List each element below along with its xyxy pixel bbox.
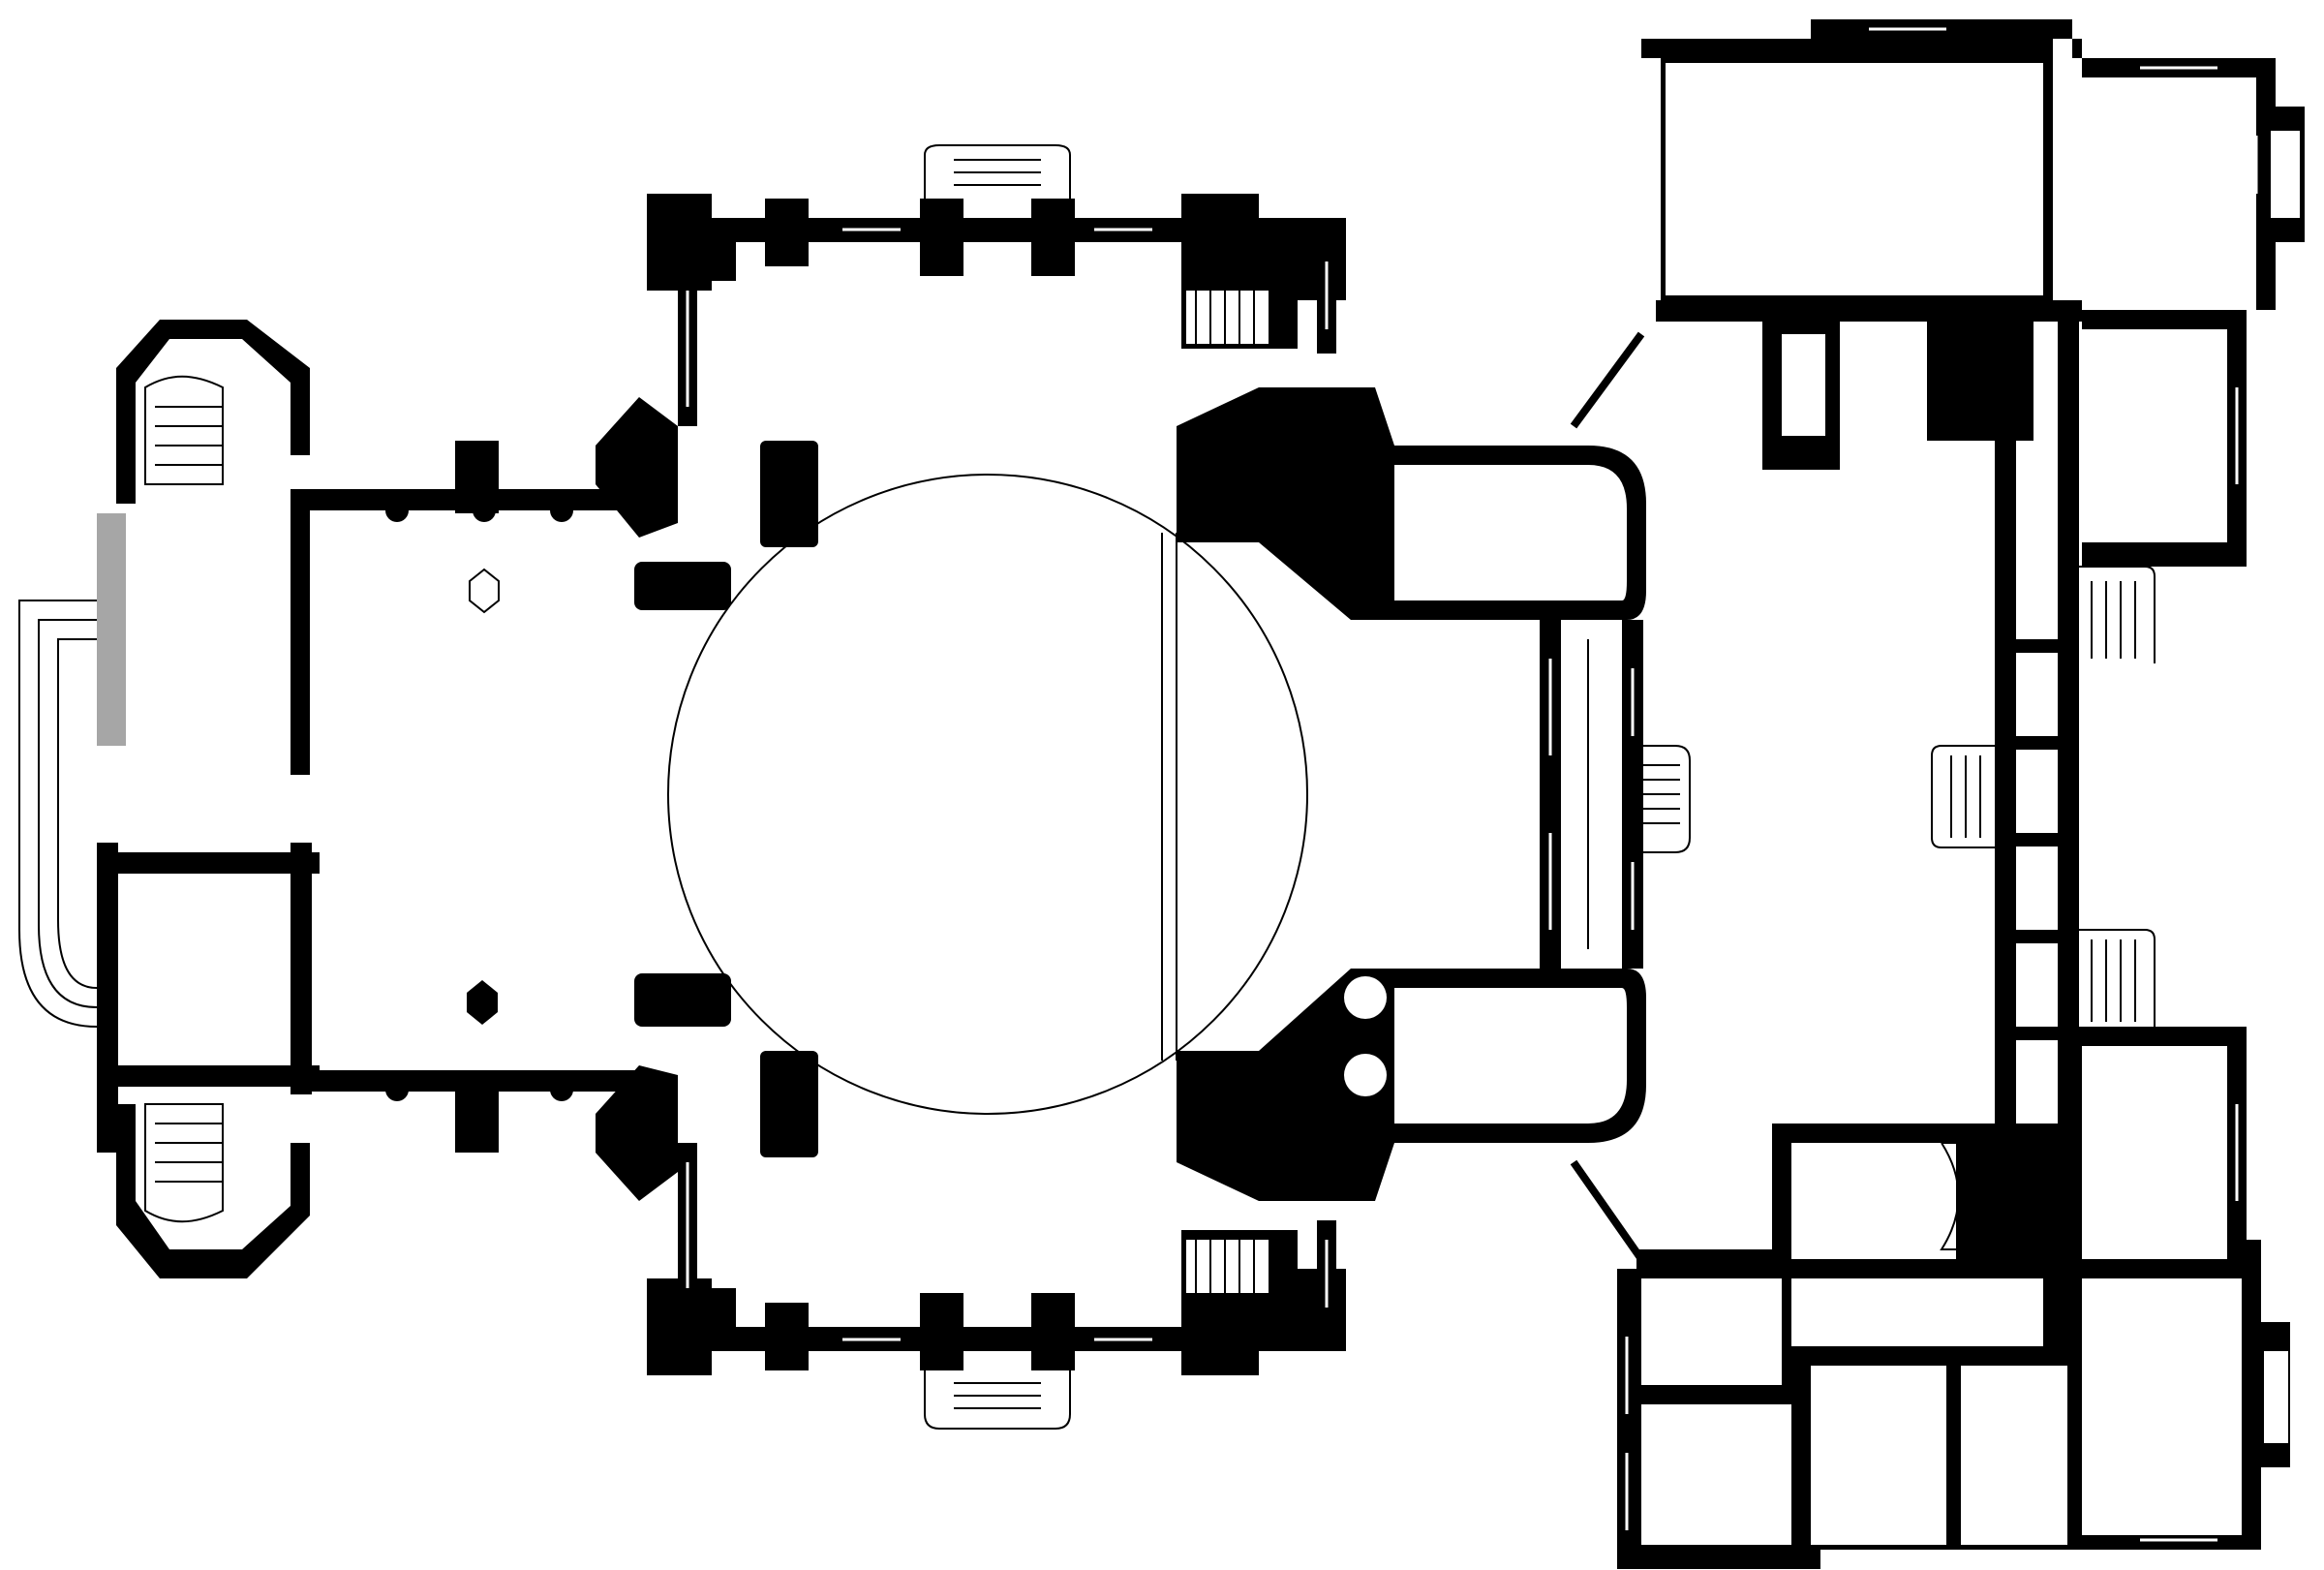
apse-corridor-wall-east xyxy=(1622,620,1643,969)
left-lower-tower-stair xyxy=(144,1103,224,1223)
corridor-cross-wall xyxy=(1995,833,2079,847)
nw-pavilion xyxy=(647,194,736,291)
north-bay xyxy=(765,199,809,266)
south-entrance-steps xyxy=(924,1370,1071,1430)
south-block-void-d xyxy=(1961,1366,2067,1545)
south-niche xyxy=(1344,1054,1387,1096)
central-block xyxy=(596,144,1394,1430)
dome-pier-ss xyxy=(760,1051,818,1157)
buttress xyxy=(455,1070,499,1153)
pier xyxy=(550,1078,573,1101)
dome-pier-nw xyxy=(634,562,731,610)
link-south xyxy=(1570,1159,1645,1262)
corridor-west-steps xyxy=(1931,745,1995,848)
north-room-void-c xyxy=(2092,334,2222,538)
dome-pier-sw xyxy=(634,973,731,1027)
south-block-void-a xyxy=(1641,1278,1782,1385)
buttress xyxy=(455,441,499,513)
south-porch-pier xyxy=(1031,1293,1075,1370)
apse-corridor-wall-west xyxy=(1540,620,1561,969)
sw-pavilion xyxy=(647,1278,736,1375)
central-dome xyxy=(667,474,1308,1115)
north-room-void-b xyxy=(2092,82,2251,305)
north-stair-hall xyxy=(1927,305,2034,441)
south-block-window-bay xyxy=(2264,1351,2288,1443)
south-block-void-g xyxy=(1791,1143,1956,1259)
north-entrance-steps xyxy=(924,144,1071,199)
corridor-cross-wall xyxy=(1995,639,2079,653)
spiral-stair xyxy=(1337,514,1393,570)
north-porch-pier xyxy=(1031,199,1075,276)
left-wing xyxy=(18,320,639,1278)
south-porch-pier xyxy=(920,1293,963,1370)
window-slits xyxy=(1625,27,2258,1561)
north-porch-pier xyxy=(920,199,963,276)
south-block-void-f xyxy=(2082,1046,2227,1259)
chapel-south-mass xyxy=(1177,969,1394,1201)
dome-pier-nn xyxy=(760,441,818,547)
ne-stair xyxy=(1181,281,1298,349)
spiral-stair-core xyxy=(1358,535,1373,550)
corridor-cross-wall xyxy=(1995,736,2079,750)
north-room-void-a xyxy=(1666,63,2043,295)
corridor-west-wall xyxy=(1995,310,2016,1327)
pier xyxy=(550,499,573,522)
east-apse-wing xyxy=(1375,331,1691,1262)
sw-bastion xyxy=(596,1065,678,1201)
north-service-room-void xyxy=(1782,334,1825,436)
hall-pier-north xyxy=(469,568,500,614)
apse-south-room xyxy=(1375,969,1646,1143)
left-wing-room-wall-top xyxy=(97,852,320,874)
north-block-east-window-bay xyxy=(2271,131,2300,218)
north-stair xyxy=(1940,328,2015,427)
south-stair xyxy=(1940,1142,2015,1250)
south-bay xyxy=(765,1303,809,1370)
left-wing-room-wall-east xyxy=(290,843,312,1094)
nw-bastion xyxy=(596,397,678,538)
se-stair xyxy=(1181,1230,1298,1298)
hall-pier-south xyxy=(467,980,498,1025)
left-wing-inner-wall xyxy=(290,504,310,775)
apse-east-steps xyxy=(1643,745,1691,853)
corridor-cross-wall xyxy=(1995,930,2079,943)
south-block-void-b xyxy=(1641,1404,1791,1545)
south-niche xyxy=(1344,976,1387,1019)
corridor-cross-wall xyxy=(1995,1027,2079,1040)
ne-pavilion xyxy=(1181,194,1346,300)
chapel-north-mass xyxy=(1177,387,1394,620)
main-window-slits xyxy=(686,228,1635,1341)
left-upper-tower xyxy=(116,320,310,504)
right-house xyxy=(1617,19,2305,1569)
west-entrance-steps xyxy=(18,600,98,1028)
left-lower-tower xyxy=(116,1104,310,1278)
left-wing-room-wall-mid xyxy=(97,1065,320,1087)
west-entrance-porch xyxy=(97,513,126,746)
apse-north-room xyxy=(1375,446,1646,620)
south-block-void-e xyxy=(2082,1278,2242,1535)
left-upper-tower-stair xyxy=(144,375,224,485)
pier xyxy=(385,499,409,522)
left-wing-west-wall xyxy=(97,843,118,1153)
south-block-void-c xyxy=(1811,1366,1946,1545)
link-north xyxy=(1570,331,1645,429)
south-block-void-h xyxy=(1791,1278,2043,1346)
pier xyxy=(385,1078,409,1101)
corridor-east-steps xyxy=(2079,566,2156,1027)
